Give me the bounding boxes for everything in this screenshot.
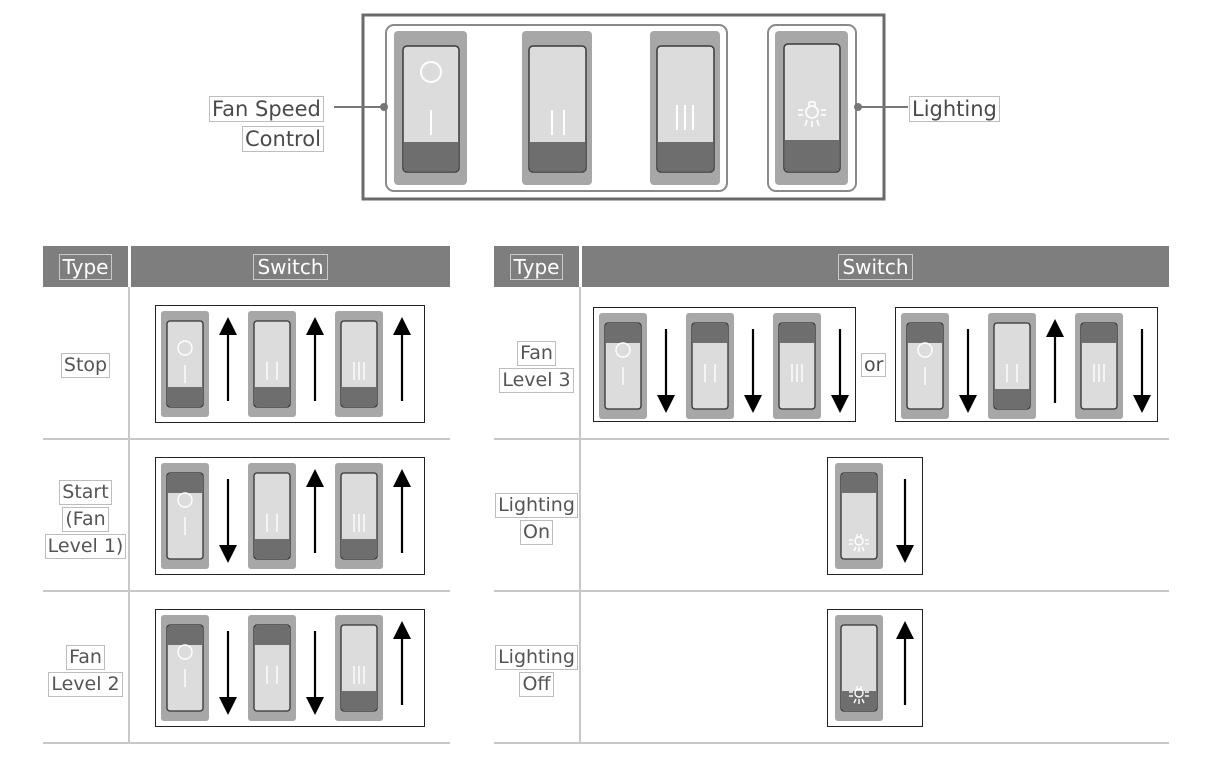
start-arrow-1-down-icon xyxy=(219,479,237,563)
left-table-divider xyxy=(128,287,130,743)
level3a-switch-3-down-icon xyxy=(773,313,821,419)
level3b-arrow-3-down-icon xyxy=(1133,329,1151,413)
lighting-off-arrow-up-icon xyxy=(896,621,914,705)
stop-arrow-2-up-icon xyxy=(306,317,324,401)
left-header-type: Type xyxy=(43,246,128,287)
level3b-switch-3-down-icon xyxy=(1075,313,1123,419)
stop-switch-3-up-icon xyxy=(335,311,383,417)
fan-switch-3-icon xyxy=(650,31,720,185)
stop-arrow-1-up-icon xyxy=(219,317,237,401)
level2-arrow-1-down-icon xyxy=(219,631,237,715)
type-lighting-off: Lighting Off xyxy=(494,645,579,699)
start-switch-1-down-icon xyxy=(161,463,209,569)
right-header-type: Type xyxy=(494,246,579,287)
level2-arrow-3-up-icon xyxy=(393,621,411,705)
start-arrow-3-up-icon xyxy=(393,469,411,553)
lighting-label: Lighting xyxy=(909,96,1000,122)
lighting-off-switch-up-icon xyxy=(835,615,883,721)
fan-switch-2-icon xyxy=(522,31,592,185)
level3b-switch-1-down-icon xyxy=(901,313,949,419)
level3a-switch-2-down-icon xyxy=(686,313,734,419)
type-lighting-on: Lighting On xyxy=(494,493,579,547)
stop-arrow-3-up-icon xyxy=(393,317,411,401)
stop-switch-2-up-icon xyxy=(248,311,296,417)
type-fan-level-2: Fan Level 2 xyxy=(43,645,128,699)
level3b-arrow-1-down-icon xyxy=(959,329,977,413)
light-bulb-icon xyxy=(798,101,826,127)
type-stop: Stop xyxy=(43,353,128,380)
left-header-switch: Switch xyxy=(131,246,450,287)
level3a-arrow-3-down-icon xyxy=(831,329,849,413)
level2-arrow-2-down-icon xyxy=(306,631,324,715)
lighting-on-switch-down-icon xyxy=(835,463,883,569)
start-switch-3-up-icon xyxy=(335,463,383,569)
start-switch-2-up-icon xyxy=(248,463,296,569)
level2-switch-1-down-icon xyxy=(161,615,209,721)
type-start-fan-level-1: Start (Fan Level 1) xyxy=(43,480,128,561)
level3b-arrow-2-up-icon xyxy=(1046,319,1064,403)
stop-switch-1-up-icon xyxy=(161,311,209,417)
fan-speed-label-line2: Control xyxy=(242,126,324,152)
level2-switch-2-down-icon xyxy=(248,615,296,721)
lighting-on-arrow-down-icon xyxy=(896,479,914,563)
type-fan-level-3: Fan Level 3 xyxy=(494,341,579,395)
level3a-arrow-1-down-icon xyxy=(657,329,675,413)
fan-switch-1-icon xyxy=(394,31,467,185)
right-header-switch: Switch xyxy=(582,246,1169,287)
fan-speed-label: Fan Speed xyxy=(209,96,324,122)
right-table-divider xyxy=(579,287,581,743)
level3a-switch-1-down-icon xyxy=(599,313,647,419)
level3b-switch-2-up-icon xyxy=(988,313,1036,419)
level3a-arrow-2-down-icon xyxy=(744,329,762,413)
level2-switch-3-up-icon xyxy=(335,615,383,721)
or-label: or xyxy=(861,353,887,377)
start-arrow-2-up-icon xyxy=(306,469,324,553)
lighting-switch-icon xyxy=(775,31,848,185)
